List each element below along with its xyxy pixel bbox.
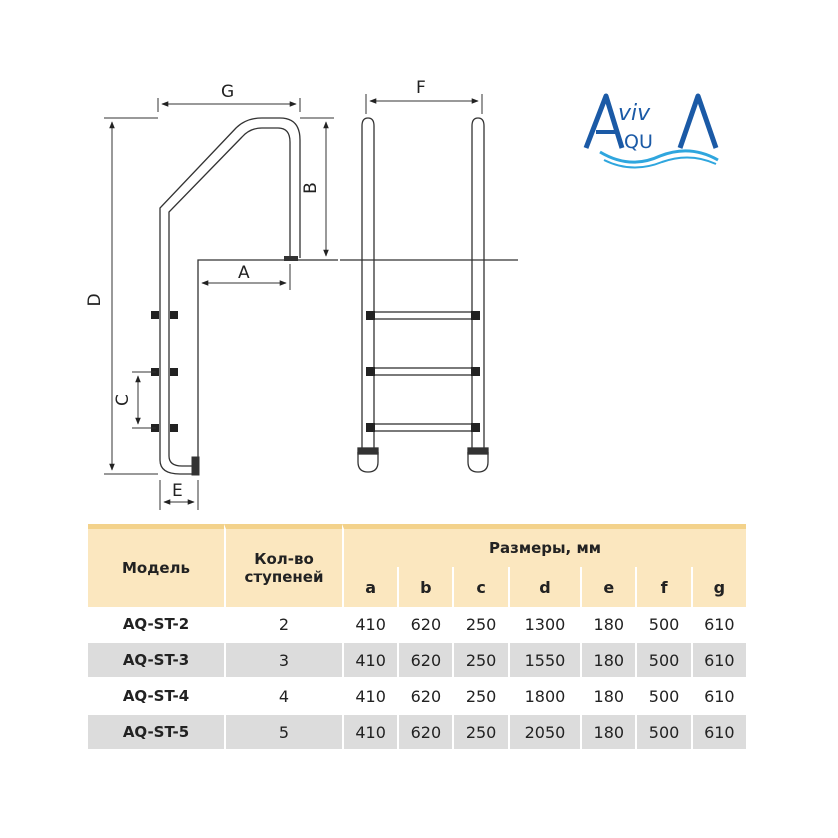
- col-c: c: [452, 567, 508, 607]
- row-model: AQ-ST-3: [88, 643, 224, 679]
- side-view: [151, 117, 338, 476]
- label-a: A: [238, 263, 250, 283]
- cell-a: 410: [342, 679, 398, 715]
- cell-c: 250: [452, 679, 508, 715]
- table-row: AQ-ST-5 5 410 620 250 2050 180 500 610: [88, 715, 746, 751]
- cell-b: 620: [397, 643, 453, 679]
- label-d: D: [85, 293, 105, 306]
- col-a: a: [342, 567, 398, 607]
- label-b: B: [301, 182, 321, 194]
- cell-e: 180: [580, 643, 636, 679]
- cell-e: 180: [580, 715, 636, 751]
- header-sizes: Размеры, мм: [342, 524, 746, 567]
- svg-text:QU: QU: [624, 131, 653, 153]
- col-b: b: [397, 567, 453, 607]
- label-g: G: [221, 82, 234, 102]
- cell-f: 500: [635, 679, 691, 715]
- front-view: [340, 117, 518, 473]
- row-steps: 4: [224, 679, 342, 715]
- header-model: Модель: [88, 524, 224, 607]
- ladder-diagram: G D B A C E F viv QU: [85, 78, 719, 510]
- cell-a: 410: [342, 607, 398, 643]
- cell-b: 620: [397, 679, 453, 715]
- header-steps: Кол-во ступеней: [224, 524, 342, 607]
- label-c: C: [113, 394, 133, 406]
- cell-g: 610: [690, 607, 746, 643]
- label-e: E: [172, 481, 183, 501]
- cell-e: 180: [580, 679, 636, 715]
- col-e: e: [580, 567, 636, 607]
- cell-d: 2050: [507, 715, 581, 751]
- row-steps: 2: [224, 607, 342, 643]
- svg-text:viv: viv: [618, 101, 651, 126]
- label-f: F: [416, 78, 426, 98]
- cell-g: 610: [690, 715, 746, 751]
- front-step-bolts: [366, 311, 480, 432]
- front-dimensions: [365, 94, 483, 114]
- col-f: f: [635, 567, 691, 607]
- row-model: AQ-ST-5: [88, 715, 224, 751]
- row-model: AQ-ST-4: [88, 679, 224, 715]
- cell-c: 250: [452, 715, 508, 751]
- table-row: AQ-ST-2 2 410 620 250 1300 180 500 610: [88, 607, 746, 643]
- table-row: AQ-ST-3 3 410 620 250 1550 180 500 610: [88, 643, 746, 679]
- cell-b: 620: [397, 607, 453, 643]
- row-steps: 5: [224, 715, 342, 751]
- cell-c: 250: [452, 643, 508, 679]
- cell-f: 500: [635, 643, 691, 679]
- cell-f: 500: [635, 607, 691, 643]
- cell-f: 500: [635, 715, 691, 751]
- side-dimensions: [104, 98, 334, 510]
- cell-c: 250: [452, 607, 508, 643]
- cell-a: 410: [342, 715, 398, 751]
- row-model: AQ-ST-2: [88, 607, 224, 643]
- cell-d: 1800: [507, 679, 581, 715]
- dimensions-table: Модель Кол-во ступеней Размеры, мм a b c…: [88, 524, 746, 751]
- table-row: AQ-ST-4 4 410 620 250 1800 180 500 610: [88, 679, 746, 715]
- cell-b: 620: [397, 715, 453, 751]
- row-steps: 3: [224, 643, 342, 679]
- cell-e: 180: [580, 607, 636, 643]
- cell-a: 410: [342, 643, 398, 679]
- col-g: g: [690, 567, 746, 607]
- col-d: d: [507, 567, 581, 607]
- cell-d: 1300: [507, 607, 581, 643]
- cell-g: 610: [690, 679, 746, 715]
- cell-d: 1550: [507, 643, 581, 679]
- cell-g: 610: [690, 643, 746, 679]
- aviva-aqua-logo: viv QU: [583, 93, 719, 169]
